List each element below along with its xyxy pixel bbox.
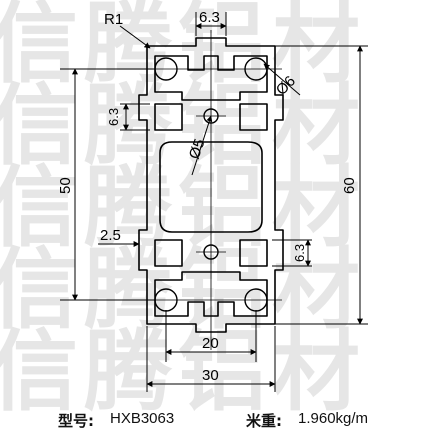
dim-height-total: 60 bbox=[341, 177, 358, 194]
dimension-lines bbox=[60, 12, 368, 392]
model-label: 型号: bbox=[58, 412, 94, 430]
dim-right-slot: 6.3 bbox=[292, 244, 307, 262]
dim-top-slot: 6.3 bbox=[199, 9, 220, 26]
spec-footer: 型号: HXB3063 米重: 1.960kg/m bbox=[0, 398, 440, 438]
dim-corner-radius: R1 bbox=[104, 11, 123, 28]
model-value: HXB3063 bbox=[110, 410, 175, 427]
dim-lip: 2.5 bbox=[100, 227, 121, 244]
dim-height-inner: 50 bbox=[57, 177, 74, 194]
weight-label: 米重: bbox=[246, 412, 282, 430]
weight-value: 1.960kg/m bbox=[298, 410, 369, 427]
dim-width-total: 30 bbox=[202, 367, 219, 384]
dim-width-inner: 20 bbox=[202, 335, 219, 352]
center-lines bbox=[148, 30, 282, 350]
dim-left-slot: 6.3 bbox=[106, 108, 121, 126]
dim-center-hole: Ø5 bbox=[186, 137, 209, 162]
